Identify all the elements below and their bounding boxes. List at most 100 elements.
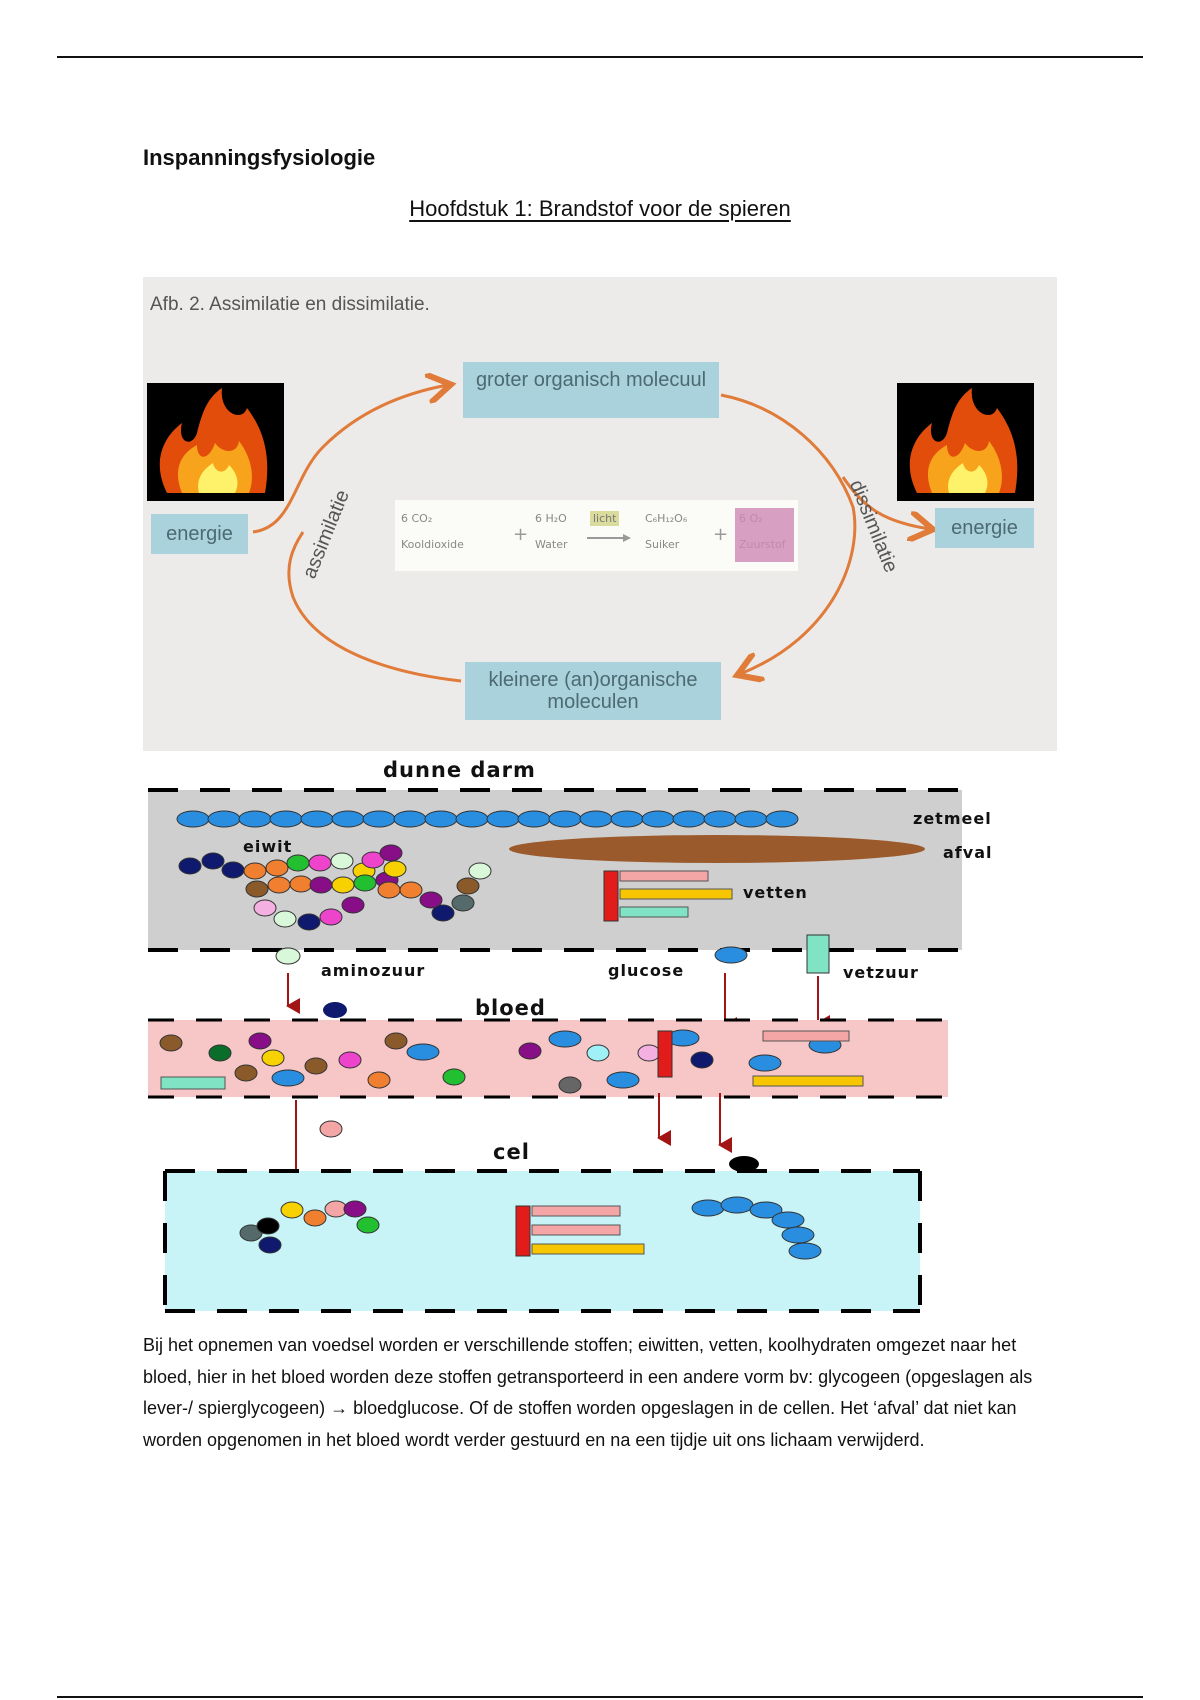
cell-fat-molecule xyxy=(515,1205,645,1257)
fire-icon xyxy=(147,383,284,501)
amino-acid-molecule xyxy=(468,862,492,880)
amino-acid-molecule xyxy=(201,852,225,870)
amino-acid-molecule xyxy=(377,881,401,899)
energy-box-left: energie xyxy=(151,514,248,554)
smaller-molecules-box: kleinere (an)organische moleculen xyxy=(465,662,721,720)
blood-molecule xyxy=(637,1044,661,1062)
cycle-arrows xyxy=(252,277,1057,751)
assimilation-dissimilation-figure: Afb. 2. Assimilatie en dissimilatie. gro… xyxy=(143,277,1057,751)
amino-acid-molecule xyxy=(319,1120,343,1138)
eq-light: licht xyxy=(590,511,620,526)
starch-molecule xyxy=(486,810,520,828)
eq-h2o: 6 H₂O xyxy=(535,512,567,525)
blood-molecule xyxy=(261,1049,285,1067)
amino-acid-molecule xyxy=(275,947,301,965)
amino-acid-molecule xyxy=(353,874,377,892)
glucose-molecule xyxy=(781,1226,815,1244)
starch-molecule xyxy=(734,810,768,828)
eq-plus: + xyxy=(713,524,729,545)
amino-acid-molecule xyxy=(399,881,423,899)
blood-molecule xyxy=(234,1064,258,1082)
starch-molecule xyxy=(331,810,365,828)
amino-acid-molecule xyxy=(456,877,480,895)
amino-acid-molecule xyxy=(419,891,443,909)
amino-acid-molecule xyxy=(267,876,291,894)
blood-molecule xyxy=(406,1043,440,1061)
blood-fat-bar xyxy=(762,1030,850,1042)
starch-molecule xyxy=(548,810,582,828)
blood-molecule xyxy=(271,1069,305,1087)
starch-molecule xyxy=(672,810,706,828)
eq-h2o-label: Water xyxy=(535,538,568,551)
blood-molecule xyxy=(548,1030,582,1048)
starch-molecule xyxy=(455,810,489,828)
starch-molecule xyxy=(300,810,334,828)
arrow-energy-to-top xyxy=(252,385,448,534)
blood-molecule xyxy=(606,1071,640,1089)
glucose-molecule xyxy=(691,1199,725,1217)
cell-glycogen-chain xyxy=(691,1196,822,1260)
blood-molecule xyxy=(384,1032,408,1050)
glucose-molecule xyxy=(749,1201,783,1219)
amino-acid-molecule xyxy=(178,857,202,875)
amino-acid-molecule xyxy=(258,1236,282,1254)
blood-molecule xyxy=(367,1071,391,1089)
starch-molecule xyxy=(517,810,551,828)
blood-molecule xyxy=(208,1044,232,1062)
amino-acid-molecule xyxy=(309,876,333,894)
cell-protein-chain xyxy=(239,1200,380,1254)
fatty-acid-molecule xyxy=(806,934,830,974)
protein-chain xyxy=(178,844,492,931)
starch-molecule xyxy=(238,810,272,828)
waste-ellipse xyxy=(509,835,925,863)
blood-molecule xyxy=(748,1054,782,1072)
arrow-bottom-to-left xyxy=(287,531,462,683)
larger-organic-molecule-box: groter organisch molecuul xyxy=(463,362,719,418)
fire-icon xyxy=(897,383,1034,501)
amino-acid-molecule xyxy=(256,1217,280,1235)
amino-acid-molecule xyxy=(280,1201,304,1219)
blood-fat-bar xyxy=(752,1075,864,1087)
cell-label: cel xyxy=(493,1140,530,1164)
glucose-molecule xyxy=(714,946,748,964)
amino-acid-molecule xyxy=(379,844,403,862)
fats-label: vetten xyxy=(743,883,808,902)
glucose-molecule xyxy=(788,1242,822,1260)
amino-acid-molecule xyxy=(245,880,269,898)
document-title: Inspanningsfysiologie xyxy=(143,145,376,170)
eq-plus: + xyxy=(513,524,529,545)
photosynthesis-equation: 6 CO₂ Kooldioxide + 6 H₂O Water licht C₆… xyxy=(395,500,798,571)
glucose-molecule xyxy=(720,1196,754,1214)
chapter-heading: Hoofdstuk 1: Brandstof voor de spieren xyxy=(0,196,1200,222)
blood-molecule xyxy=(159,1034,183,1052)
amino-acid-molecule xyxy=(308,854,332,872)
starch-molecule xyxy=(579,810,613,828)
amino-acid-molecule xyxy=(253,899,277,917)
amino-acid-molecule xyxy=(341,896,365,914)
fat-molecule xyxy=(603,870,733,922)
blood-molecule xyxy=(586,1044,610,1062)
protein-label: eiwit xyxy=(243,837,293,856)
glucose-molecule xyxy=(729,1156,759,1172)
starch-molecule xyxy=(703,810,737,828)
amino-acid-molecule xyxy=(273,910,297,928)
amino-acid-molecule xyxy=(286,854,310,872)
amino-acid-molecule xyxy=(361,851,385,869)
eq-co2-label: Kooldioxide xyxy=(401,538,464,551)
amino-acid-molecule xyxy=(343,1200,367,1218)
energy-box-right: energie xyxy=(935,508,1034,548)
eq-oxygen-box: 6 O₂ Zuurstof xyxy=(735,508,794,562)
amino-acid-molecule xyxy=(451,894,475,912)
arrow-right-to-energy xyxy=(841,476,930,529)
starch-molecule xyxy=(269,810,303,828)
protein-molecule xyxy=(323,1002,347,1018)
amino-acid-molecule xyxy=(331,876,355,894)
starch-molecule xyxy=(641,810,675,828)
amino-acid-molecule xyxy=(356,1216,380,1234)
amino-acid-molecule xyxy=(303,1209,327,1227)
glucose-label: glucose xyxy=(608,961,685,980)
starch-molecule xyxy=(176,810,210,828)
amino-acid-molecule xyxy=(319,908,343,926)
amino-acid-molecule xyxy=(243,862,267,880)
blood-molecule xyxy=(518,1042,542,1060)
